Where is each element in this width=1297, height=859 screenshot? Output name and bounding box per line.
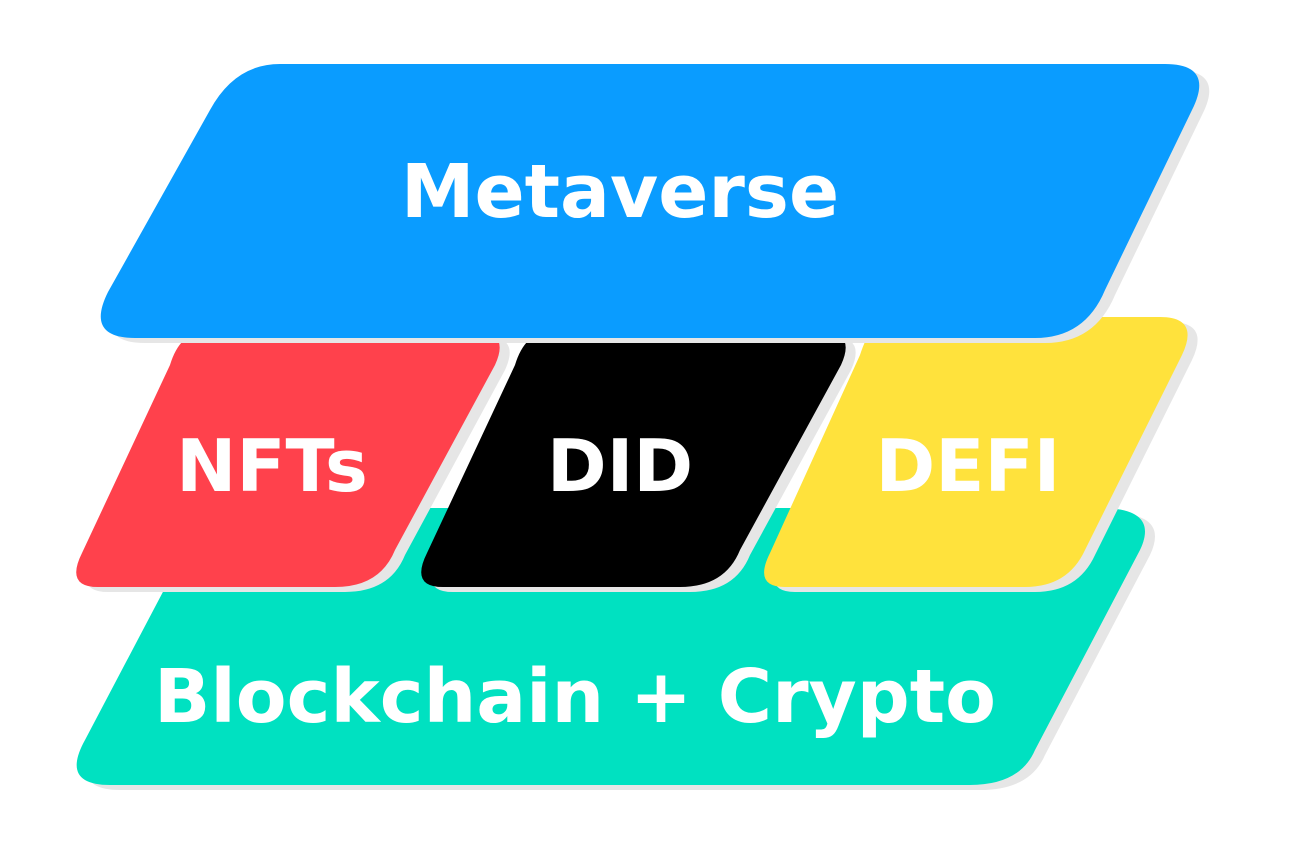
layer-nfts-label: NFTs — [176, 424, 368, 508]
layer-defi-shape — [764, 317, 1188, 587]
layer-nfts: NFTs — [76, 332, 510, 592]
layer-metaverse-shape — [100, 64, 1200, 338]
layer-did-label: DID — [547, 424, 693, 508]
layer-did-shape — [421, 332, 846, 587]
layer-did: DID — [421, 332, 856, 592]
layer-metaverse: Metaverse — [100, 64, 1210, 343]
layer-defi-label: DEFI — [876, 424, 1061, 508]
layer-metaverse-label: Metaverse — [401, 149, 839, 235]
layer-nfts-shape — [76, 332, 500, 587]
layer-blockchain-crypto-label: Blockchain + Crypto — [154, 654, 996, 740]
layer-defi: DEFI — [764, 317, 1198, 592]
